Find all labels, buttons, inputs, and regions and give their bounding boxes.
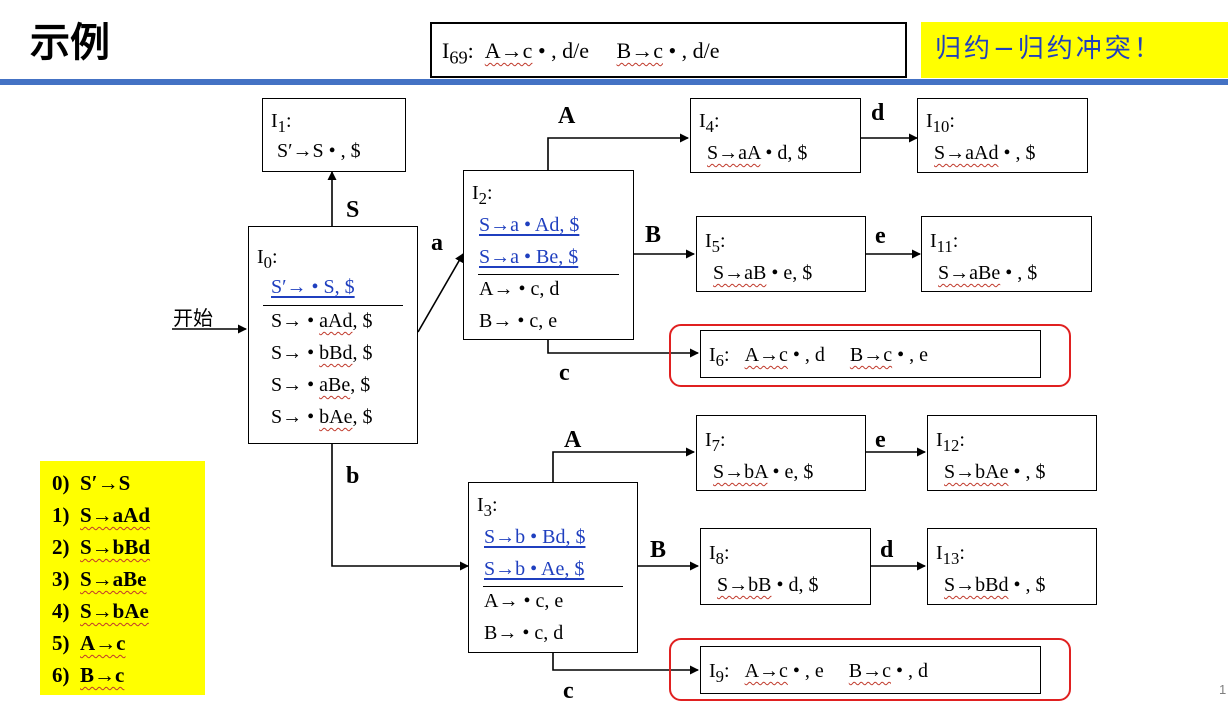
label-I2-I4: A <box>558 103 576 129</box>
item: A→ • c, d <box>479 278 560 300</box>
kernel-separator <box>478 274 619 275</box>
label-I3-I9: c <box>563 678 574 704</box>
item-kernel: S′→ • S, $ <box>271 276 355 298</box>
state-I8: I8: S→bB • d, $ <box>700 528 871 605</box>
item: S→bAe • , $ <box>944 461 1046 483</box>
label-I0-I1: S <box>346 197 360 223</box>
grammar-rule: 5) A→c <box>52 631 126 655</box>
page-number: 1 <box>1219 682 1227 697</box>
label-I5-I11: e <box>875 223 886 249</box>
state-I3: I3: S→b • Bd, $ S→b • Ae, $ A→ • c, e B→… <box>468 482 638 653</box>
item: S→bBd • , $ <box>944 574 1046 596</box>
state-I6: I6: A→c • , d B→c • , e <box>700 330 1041 378</box>
label-I0-I3: b <box>346 463 360 489</box>
state-I0: I0: S′→ • S, $ S→ • aAd, $ S→ • bBd, $ S… <box>248 226 418 444</box>
grammar-rule: 4) S→bAe <box>52 599 149 623</box>
state-I1: I1: S′→S • , $ <box>262 98 406 172</box>
label-I8-I13: d <box>880 537 894 563</box>
conflict-note: 归约−归约冲突！ <box>921 22 1228 78</box>
arrow-I0-I2 <box>417 253 464 333</box>
item: S→ • aBe, $ <box>271 374 371 396</box>
state-name: I5: <box>705 230 726 256</box>
grammar-rule: 0) S′→S <box>52 471 131 495</box>
label-I4-I10: d <box>871 100 885 126</box>
state-name: I4: <box>699 110 720 136</box>
item: S→ • bAe, $ <box>271 406 373 428</box>
grammar-rule: 1) S→aAd <box>52 503 151 527</box>
state-I11: I11: S→aBe • , $ <box>921 216 1092 292</box>
grammar-list: 0) S′→S 1) S→aAd 2) S→bBd 3) S→aBe 4) S→… <box>40 461 205 695</box>
item: B→ • c, d <box>484 622 564 644</box>
label-I3-I8: B <box>650 537 667 563</box>
item-kernel: S→b • Bd, $ <box>484 526 586 548</box>
item: S→ • aAd, $ <box>271 310 373 332</box>
state-name: I7: <box>705 429 726 455</box>
label-I3-I7: A <box>564 427 582 453</box>
state-name: I3: <box>477 494 498 520</box>
title-divider <box>0 79 1228 85</box>
grammar-rule: 2) S→bBd <box>52 535 151 559</box>
state-I2: I2: S→a • Ad, $ S→a • Be, $ A→ • c, d B→… <box>463 170 634 340</box>
item: S→aB • e, $ <box>713 262 813 284</box>
page-title: 示例 <box>30 20 110 66</box>
item: S→bA • e, $ <box>713 461 814 483</box>
state-I9: I9: A→c • , e B→c • , d <box>700 646 1041 694</box>
label-I2-I5: B <box>645 222 662 248</box>
start-label: 开始 <box>173 306 213 330</box>
label-I2-I6: c <box>559 360 570 386</box>
item: S→aBe • , $ <box>938 262 1038 284</box>
item: S→aA • d, $ <box>707 142 808 164</box>
item: S→ • bBd, $ <box>271 342 373 364</box>
grammar-rule: 3) S→aBe <box>52 567 147 591</box>
grammar-rule: 6) B→c <box>52 663 125 687</box>
conflict-highlight-I9 <box>669 638 1071 701</box>
item: S′→S • , $ <box>277 140 361 162</box>
state-name: I2: <box>472 182 493 208</box>
state-name: I0: <box>257 246 278 272</box>
item: S→aAd • , $ <box>934 142 1036 164</box>
state-name: I13: <box>936 542 965 568</box>
arrow-I3-I7 <box>552 447 695 482</box>
label-I0-I2: a <box>431 230 443 256</box>
arrow-I2-I4 <box>547 133 689 170</box>
conflict-highlight-I6 <box>669 324 1071 387</box>
item: A→ • c, e <box>484 590 564 612</box>
item-kernel: S→a • Ad, $ <box>479 214 580 236</box>
state-I5: I5: S→aB • e, $ <box>696 216 866 292</box>
item-kernel: S→a • Be, $ <box>479 246 579 268</box>
state-name: I11: <box>930 230 959 256</box>
kernel-separator <box>263 305 403 306</box>
item-kernel: S→b • Ae, $ <box>484 558 585 580</box>
state-name: I12: <box>936 429 965 455</box>
state-I4: I4: S→aA • d, $ <box>690 98 861 173</box>
state-name: I1: <box>271 110 292 136</box>
label-I7-I12: e <box>875 427 886 453</box>
state-I12: I12: S→bAe • , $ <box>927 415 1097 491</box>
arrow-I2-I6 <box>547 340 699 358</box>
state-name: I10: <box>926 110 955 136</box>
arrow-I0-I3 <box>331 444 469 571</box>
item: B→ • c, e <box>479 310 558 332</box>
state-I13: I13: S→bBd • , $ <box>927 528 1097 605</box>
item: S→bB • d, $ <box>717 574 819 596</box>
state-I7: I7: S→bA • e, $ <box>696 415 866 491</box>
arrow-I3-I9 <box>552 653 699 675</box>
kernel-separator <box>483 586 623 587</box>
conflict-state-box: I69: A→c • , d/e B→c • , d/e <box>430 22 907 78</box>
state-name: I8: <box>709 542 730 568</box>
state-I10: I10: S→aAd • , $ <box>917 98 1088 173</box>
